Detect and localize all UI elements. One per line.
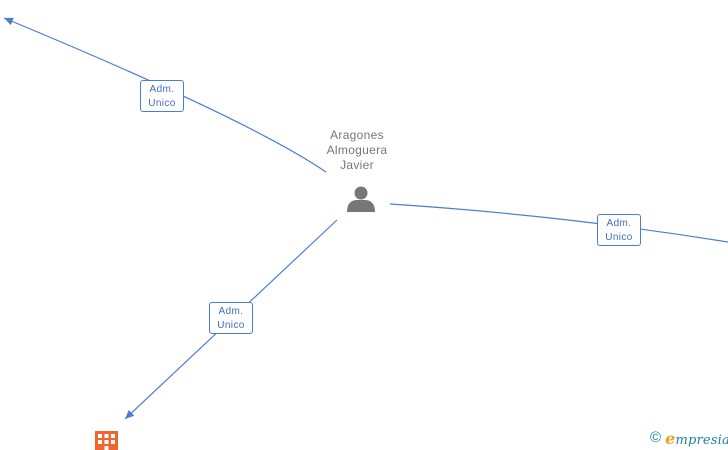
brand-rest: mpresia bbox=[675, 432, 728, 448]
copyright-icon: © bbox=[650, 429, 662, 446]
edge-label-top-left[interactable]: Adm. Unico bbox=[140, 80, 184, 112]
edge-label-role: Adm. bbox=[606, 218, 632, 229]
brand-name: empresia bbox=[665, 429, 728, 448]
edge-label-role-detail: Unico bbox=[217, 320, 245, 331]
edge-label-role: Adm. bbox=[218, 306, 244, 317]
edge-label-right[interactable]: Adm. Unico bbox=[597, 214, 641, 246]
edge-line-top-left bbox=[3, 17, 327, 173]
person-name-label[interactable]: Aragones Almoguera Javier bbox=[307, 128, 407, 173]
edge-label-role-detail: Unico bbox=[605, 232, 633, 243]
building-icon[interactable] bbox=[95, 431, 118, 450]
person-icon[interactable] bbox=[347, 186, 375, 213]
edge-line-right bbox=[389, 203, 728, 243]
edge-label-role-detail: Unico bbox=[148, 98, 176, 109]
person-name-line-1: Aragones bbox=[330, 128, 384, 142]
edge-label-bottom-left[interactable]: Adm. Unico bbox=[209, 302, 253, 334]
person-name-line-3: Javier bbox=[340, 158, 374, 172]
person-name-line-2: Almoguera bbox=[326, 143, 388, 157]
brand-logo: © empresia bbox=[650, 428, 728, 448]
brand-initial: e bbox=[665, 428, 676, 448]
edge-label-role: Adm. bbox=[149, 84, 175, 95]
